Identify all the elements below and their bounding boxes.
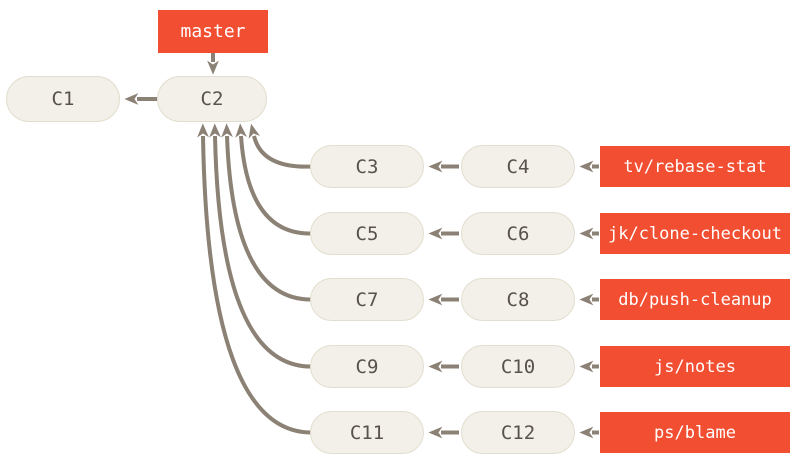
commit-node-c8: C8 bbox=[461, 278, 575, 321]
commit-node-c10: C10 bbox=[461, 345, 575, 388]
arrow-c3-to-c2 bbox=[248, 123, 314, 169]
commit-node-c9: C9 bbox=[310, 345, 424, 388]
arrow-c5-to-c2 bbox=[235, 123, 314, 236]
branch-label-db-push-cleanup: db/push-cleanup bbox=[600, 279, 790, 320]
branch-label-js-notes: js/notes bbox=[600, 346, 790, 387]
commit-node-c3: C3 bbox=[310, 145, 424, 188]
commit-node-c5: C5 bbox=[310, 212, 424, 255]
commit-node-c2: C2 bbox=[157, 76, 267, 122]
branch-label-tv-rebase-stat: tv/rebase-stat bbox=[600, 146, 790, 187]
commit-node-c6: C6 bbox=[461, 212, 575, 255]
branch-label-jk-clone-checkout: jk/clone-checkout bbox=[600, 213, 790, 254]
commit-node-c4: C4 bbox=[461, 145, 575, 188]
arrow-c11-to-c2 bbox=[197, 123, 314, 435]
commit-node-c7: C7 bbox=[310, 278, 424, 321]
commit-node-c1: C1 bbox=[6, 76, 120, 122]
branch-label-master: master bbox=[158, 10, 268, 53]
arrow-c7-to-c2 bbox=[221, 123, 314, 302]
branch-label-ps-blame: ps/blame bbox=[600, 412, 790, 453]
commit-node-c11: C11 bbox=[310, 411, 424, 454]
commit-node-c12: C12 bbox=[461, 411, 575, 454]
arrow-c9-to-c2 bbox=[209, 123, 314, 369]
